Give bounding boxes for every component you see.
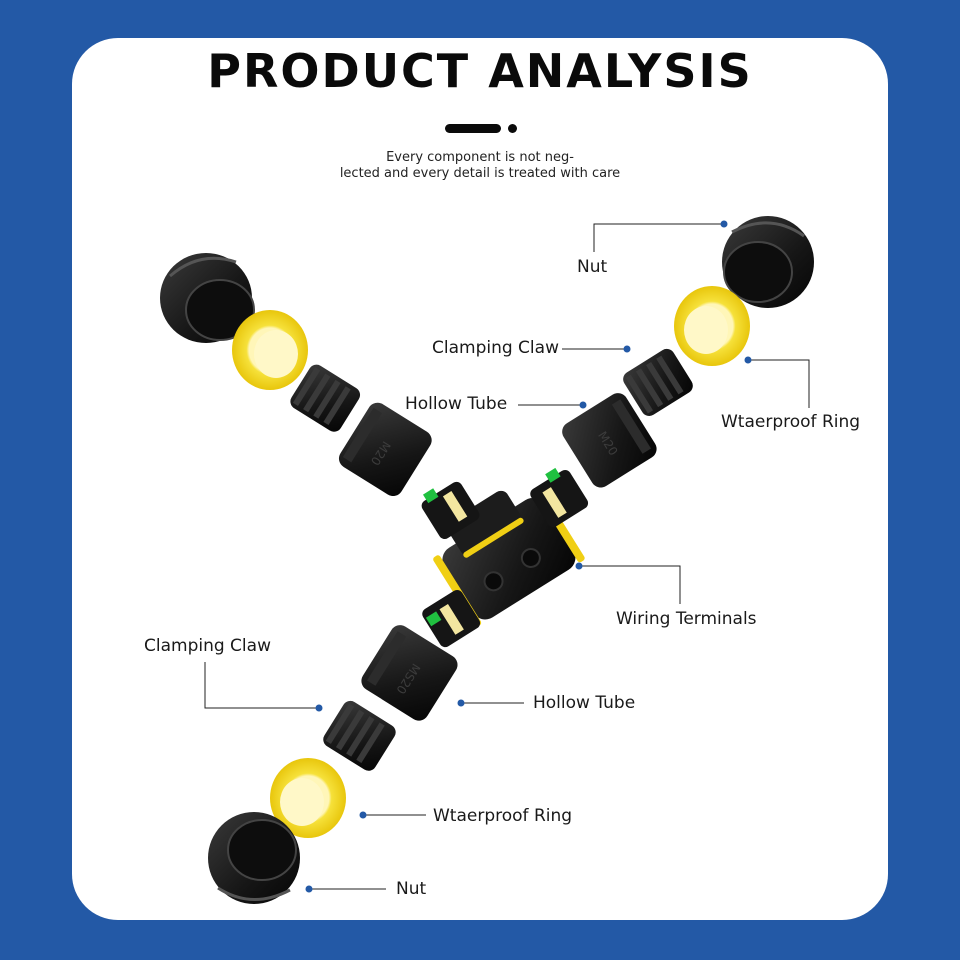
nut-upper-right [722,216,814,308]
title-underline-dot [508,124,517,133]
callout-dot-waterproof-ring-bottom [359,811,367,819]
clamping-claw-upper-right [623,348,693,416]
label-nut-bottom: Nut [396,879,427,899]
callout-line-nut-top [593,223,722,252]
callout-dot-wiring-terminals [575,562,583,570]
label-clamping-claw-bottom: Clamping Claw [144,636,271,656]
callout-line-waterproof-ring-top [748,359,810,408]
nut-lower [208,812,300,904]
callout-line-wiring-terminals [580,565,681,604]
callout-dot-nut-bottom [305,885,313,893]
callout-dot-hollow-tube-top [579,401,587,409]
callout-dot-clamping-claw-top [623,345,631,353]
label-waterproof-ring-top: Wtaerproof Ring [721,412,861,432]
callout-dot-waterproof-ring-top [744,356,752,364]
label-clamping-claw-top: Clamping Claw [432,338,559,358]
callout-dot-nut-top [720,220,728,228]
waterproof-ring-lower [270,758,346,838]
content-card [72,38,888,920]
label-wiring-terminals: Wiring Terminals [616,609,757,629]
callout-dot-clamping-claw-bottom [315,704,323,712]
subtitle-line-1: Every component is not neg- [386,150,574,165]
label-nut-top: Nut [577,257,608,277]
waterproof-ring-upper-right [674,286,750,366]
waterproof-ring-upper-left [232,310,308,390]
page-title: PRODUCT ANALYSIS [207,44,753,98]
page-subtitle: Every component is not neg- lected and e… [280,150,680,182]
clamping-claw-lower [323,700,396,771]
callout-dot-hollow-tube-bottom [457,699,465,707]
callout-line-clamping-claw-bottom [204,662,318,709]
clamping-claw-upper-left [290,364,361,432]
hollow-tube-upper-left: M20 [338,402,432,497]
nut-upper-left [160,253,255,343]
subtitle-line-2: lected and every detail is treated with … [339,166,621,181]
hollow-tube-lower: MS20 [361,625,458,721]
wiring-terminals-body [421,467,589,648]
title-underline [445,124,501,133]
label-waterproof-ring-bottom: Wtaerproof Ring [433,806,573,826]
label-hollow-tube-bottom: Hollow Tube [533,693,636,713]
label-hollow-tube-top: Hollow Tube [405,394,508,414]
hollow-tube-upper-right: M20 [562,393,657,488]
